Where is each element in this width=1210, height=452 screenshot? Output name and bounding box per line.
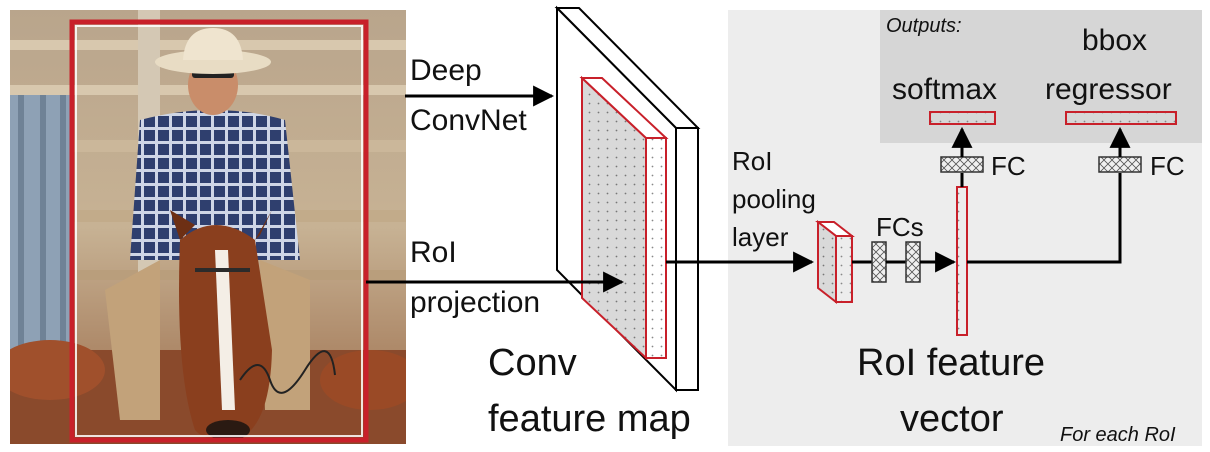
- fc-layer-1: [871, 241, 887, 283]
- label-vector: vector: [900, 398, 1004, 440]
- fc-softmax-layer: [940, 156, 984, 173]
- fc-bbox-layer: [1098, 156, 1142, 173]
- label-softmax: softmax: [892, 73, 998, 106]
- label-roi-pooling-1: RoI: [732, 146, 773, 176]
- roi-bounding-box: [69, 19, 369, 443]
- label-roi-pooling-3: layer: [732, 222, 789, 252]
- label-convnet: ConvNet: [410, 104, 527, 137]
- label-feature-map: feature map: [488, 398, 691, 440]
- label-roi-pooling-2: pooling: [732, 184, 816, 214]
- fc-layer-2: [905, 241, 921, 283]
- input-image: [10, 10, 406, 444]
- label-projection: projection: [410, 286, 541, 319]
- roi-pooling-block: [815, 219, 855, 305]
- label-for-each-roi: For each RoI: [1060, 424, 1176, 446]
- label-regressor: regressor: [1045, 73, 1172, 106]
- label-roi-feature: RoI feature: [857, 342, 1045, 384]
- label-fcs: FCs: [876, 212, 924, 242]
- label-outputs: Outputs:: [886, 15, 962, 37]
- softmax-output-bar: [929, 111, 996, 125]
- label-conv: Conv: [488, 342, 577, 384]
- conv-feature-map: [554, 5, 701, 393]
- label-fc-bbox: FC: [1150, 151, 1185, 181]
- roi-feature-vector-bar: [956, 186, 968, 336]
- bbox-output-bar: [1065, 111, 1177, 125]
- label-deep: Deep: [410, 54, 482, 87]
- label-roi: RoI: [410, 236, 457, 269]
- label-bbox: bbox: [1082, 24, 1148, 57]
- label-fc-softmax: FC: [991, 151, 1026, 181]
